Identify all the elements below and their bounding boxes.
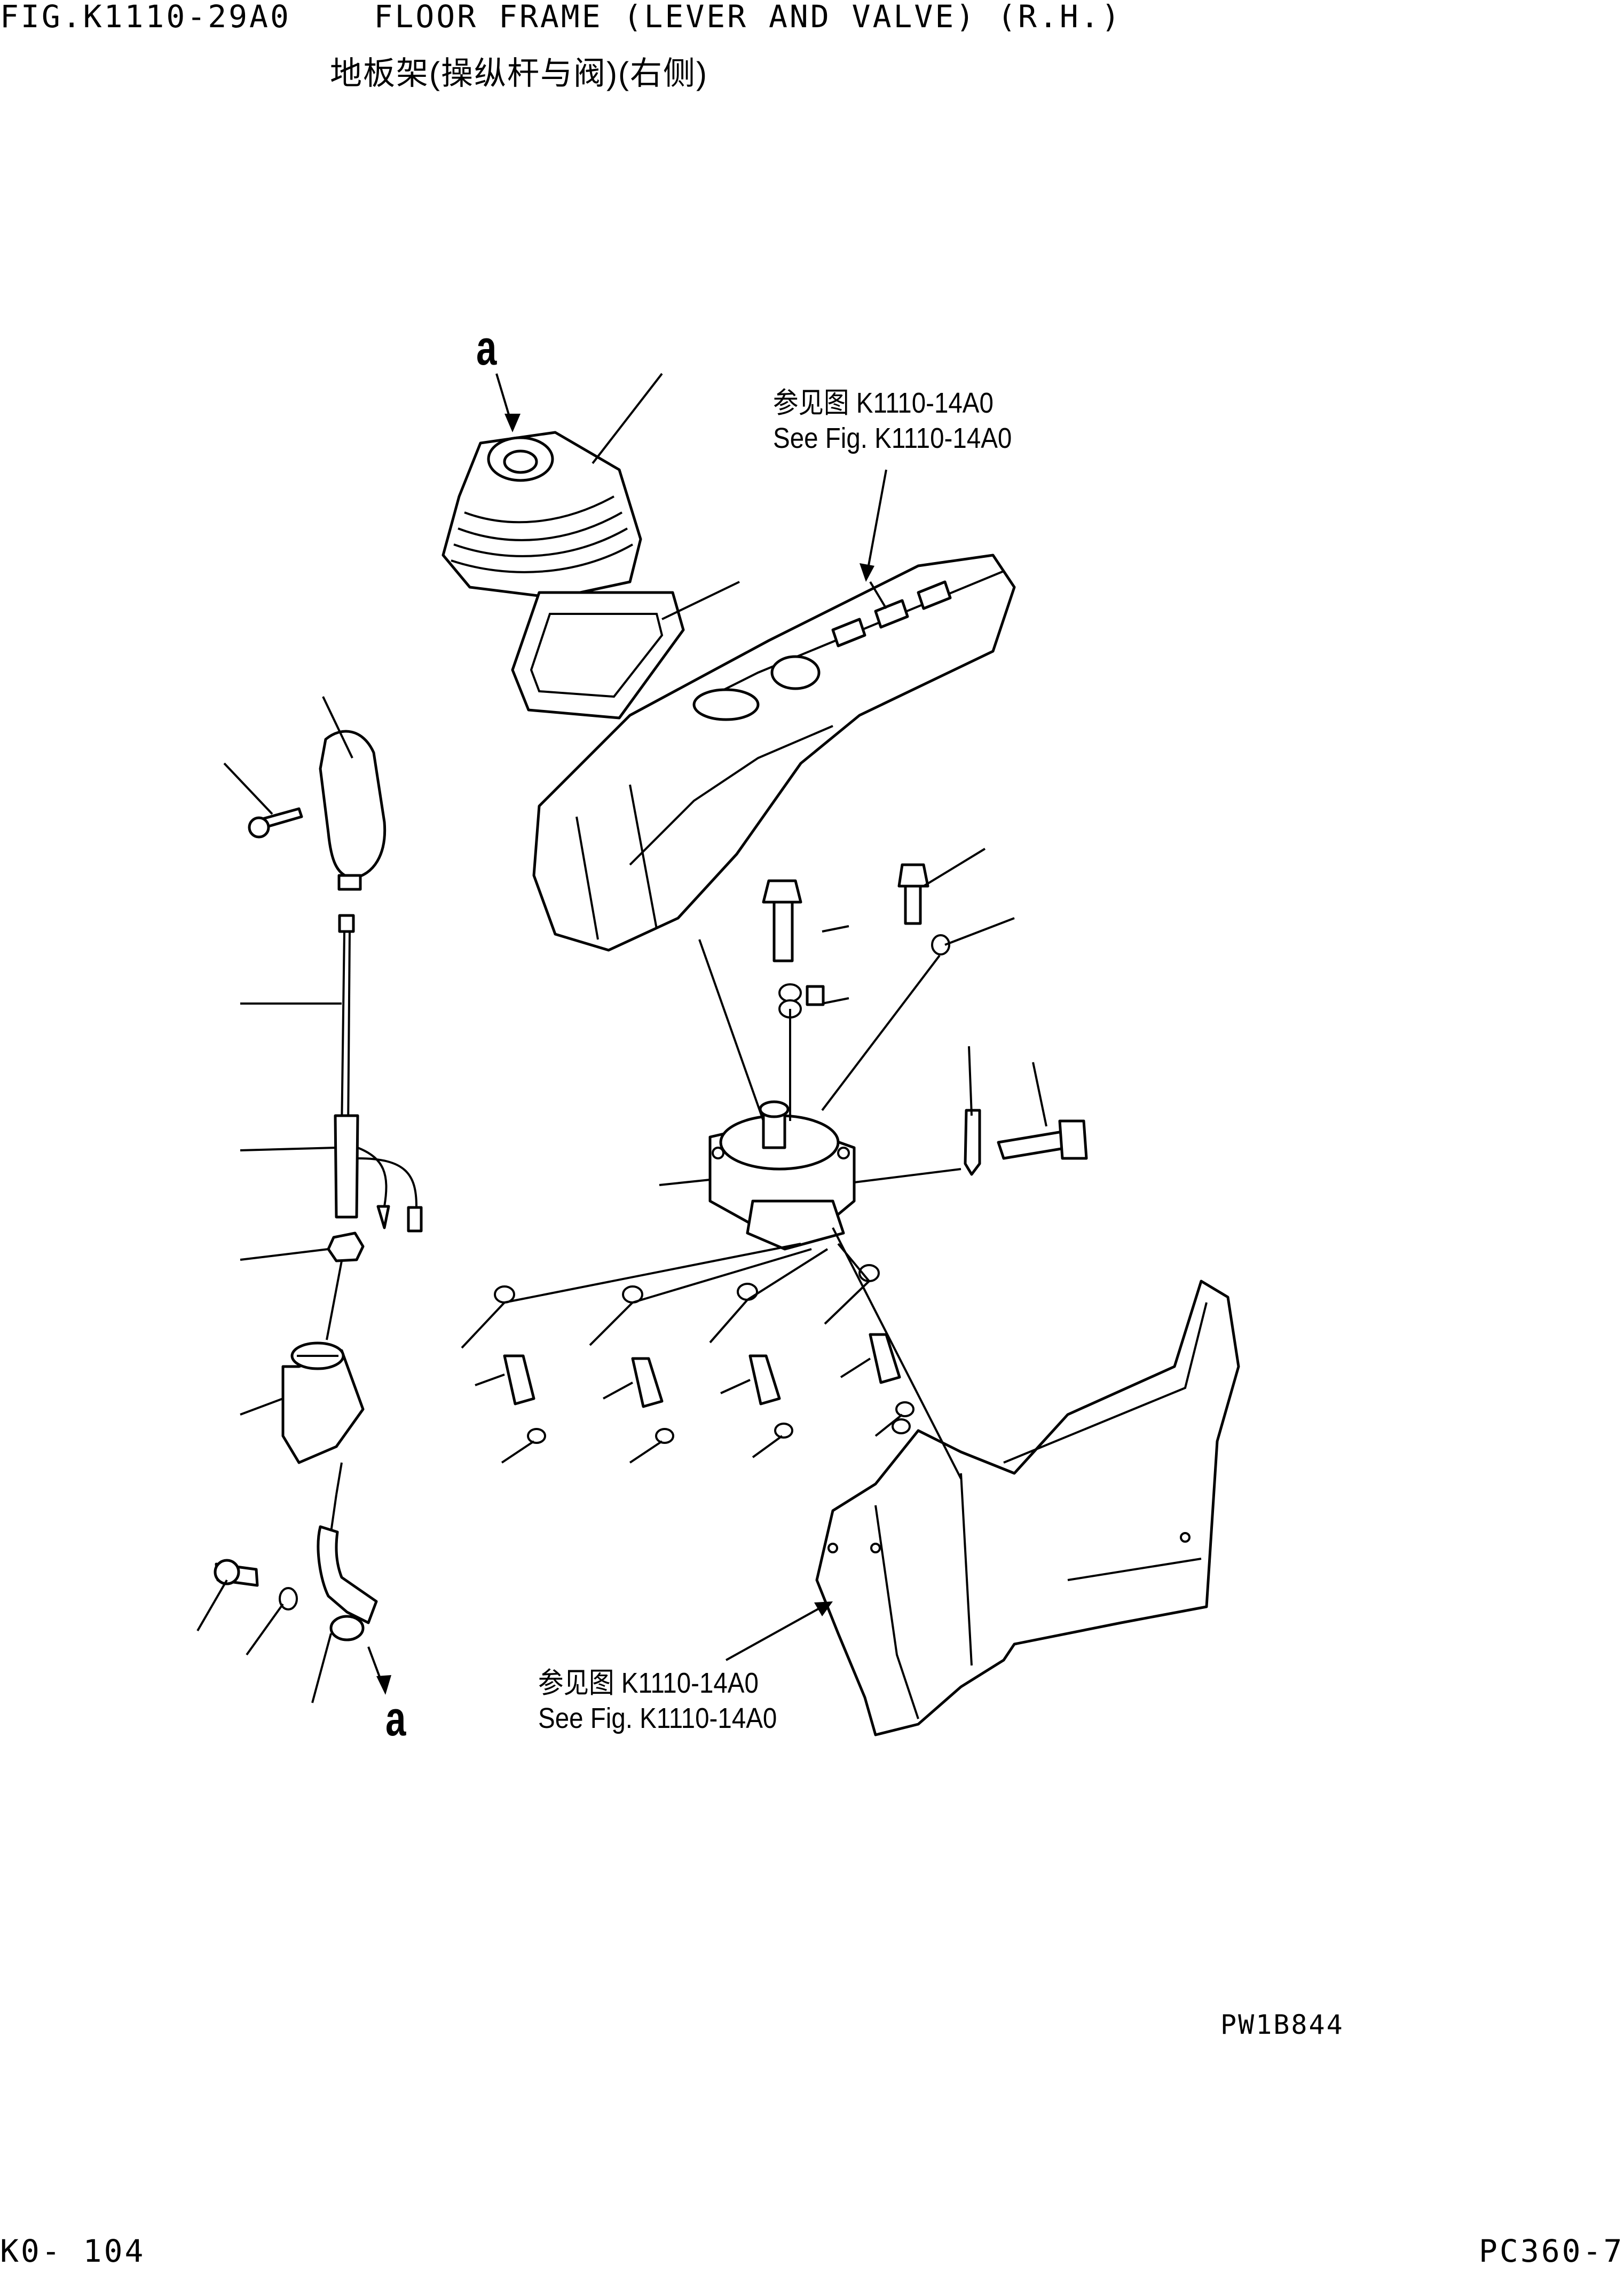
reference-note-top: 参见图 K1110-14A0 See Fig. K1110-14A0 [773, 385, 1012, 456]
figure-subtitle: 地板架(操纵杆与阀)(右侧) [330, 56, 708, 91]
reference-note-cn: 参见图 K1110-14A0 [538, 1667, 759, 1699]
lever-grip [248, 730, 387, 891]
reference-note-en: See Fig. K1110-14A0 [538, 1702, 777, 1734]
ppc-valve [708, 1100, 856, 1251]
lower-lever [214, 1494, 378, 1641]
floor-frame-bracket [815, 1280, 1240, 1736]
marker-a-bottom: a [385, 1692, 406, 1746]
drawing-id: PW1B844 [1220, 2009, 1344, 2040]
lock-nut [327, 1231, 365, 1262]
hose-joints [494, 1264, 915, 1444]
boot-frame [511, 591, 685, 720]
page-number: K0- 104 [0, 2233, 146, 2269]
leader-lines [196, 373, 1047, 1703]
console-cover [532, 554, 1016, 952]
pin-and-bolt [964, 1109, 1088, 1176]
lever-rod [334, 914, 423, 1233]
marker-a-top: a [476, 321, 497, 375]
lever-boot [442, 431, 642, 599]
figure-title: FIG.K1110-29A0 FLOOR FRAME (LEVER AND VA… [0, 0, 1122, 35]
model-number: PC360-7 [1479, 2233, 1624, 2269]
reference-note-cn: 参见图 K1110-14A0 [773, 387, 994, 419]
mount-bolts [762, 863, 950, 1018]
reference-note-bottom: 参见图 K1110-14A0 See Fig. K1110-14A0 [538, 1665, 777, 1736]
reference-note-en: See Fig. K1110-14A0 [773, 422, 1012, 454]
valve-adapter [281, 1341, 365, 1464]
arrows [367, 373, 887, 1695]
